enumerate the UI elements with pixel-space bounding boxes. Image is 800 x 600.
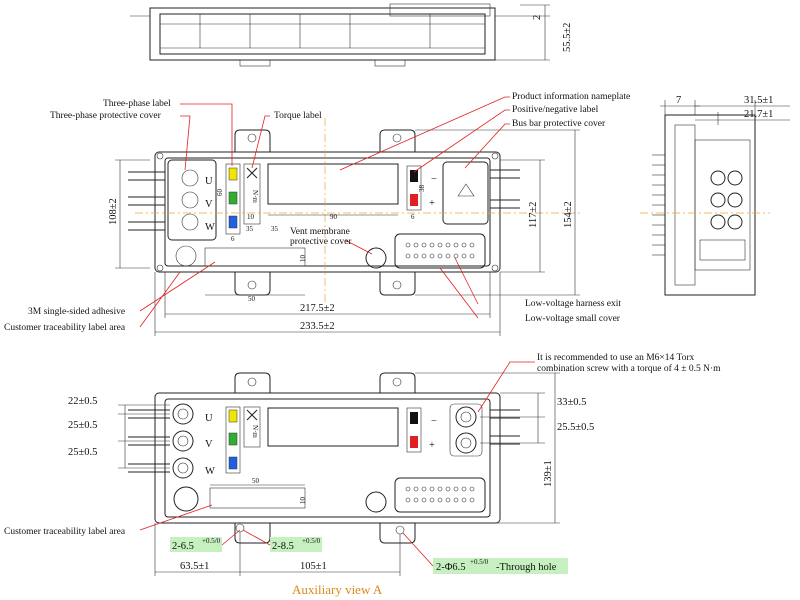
aux-dim-33: 33±0.5 — [557, 397, 586, 408]
aux-phase-v: V — [205, 439, 213, 450]
aux-dim-25b: 25±0.5 — [68, 447, 97, 458]
pn-plus: + — [429, 198, 435, 209]
dim-38: 38 — [418, 185, 426, 193]
phase-label-blue — [228, 215, 238, 229]
aux-phase-w: W — [205, 466, 215, 477]
label-nameplate: Product information nameplate — [512, 91, 630, 102]
label-lv-exit: Low-voltage harness exit — [525, 299, 621, 309]
dim-top-height: 55.5±2 — [562, 23, 573, 52]
aux-dim-25a: 25±0.5 — [68, 420, 97, 431]
aux-dim-10: 10 — [299, 497, 307, 505]
phase-label-green — [228, 191, 238, 205]
dim-90: 90 — [330, 213, 338, 221]
hole-callout-2-bg — [270, 537, 322, 552]
main-body-outline — [154, 151, 501, 273]
top-elevation-view: 2 55.5±2 — [130, 3, 573, 67]
hole-callout-3-bg — [433, 558, 568, 574]
aux-lv-connector — [394, 477, 486, 513]
pn-label-black — [410, 170, 418, 182]
dim-10c: 10 — [299, 255, 307, 263]
dim-35a: 35 — [246, 225, 254, 233]
phase-w: W — [205, 222, 215, 233]
hole-callout-3-suffix: -Through hole — [496, 562, 557, 573]
three-phase-cover — [167, 159, 217, 241]
label-screw-2: combination screw with a torque of 4 ± 0… — [537, 363, 721, 374]
adhesive-area — [204, 247, 306, 267]
label-three-phase: Three-phase label — [103, 99, 171, 109]
phase-v: V — [205, 199, 213, 210]
hole-callout-2: 2-8.5 — [272, 541, 294, 552]
label-vent-2: protective cover — [290, 237, 352, 247]
torque-label-box — [243, 163, 261, 225]
side-dim-21: 21.7±1 — [744, 109, 773, 120]
aux-dim-50: 50 — [252, 477, 260, 485]
vent-cover — [365, 247, 387, 269]
nameplate — [267, 163, 399, 205]
dim-60: 60 — [216, 189, 224, 197]
side-dim-31: 31.5±1 — [744, 95, 773, 106]
torque-label-text: N·m — [251, 190, 259, 203]
top-view-inner — [159, 13, 486, 55]
dim-top-2: 2 — [532, 15, 543, 20]
label-torque: Torque label — [274, 111, 322, 121]
label-pn: Positive/negative label — [512, 105, 599, 115]
aux-body-outline — [154, 392, 501, 524]
dim-6a: 6 — [231, 235, 235, 243]
dim-154: 154±2 — [563, 201, 574, 228]
hole-callout-1-bg — [170, 537, 222, 552]
lv-connector — [394, 233, 486, 269]
aux-view-title: Auxiliary view A — [292, 582, 383, 597]
label-screw-1: It is recommended to use an M6×14 Torx — [537, 353, 695, 363]
hole-callout-3-tol: +0.5/0 — [470, 558, 489, 566]
aux-phase-u: U — [205, 413, 213, 424]
aux-dim-63: 63.5±1 — [180, 561, 209, 572]
aux-dim-105: 105±1 — [300, 561, 327, 572]
label-busbar-cover: Bus bar protective cover — [512, 119, 606, 129]
hole-callout-3: 2-Φ6.5 — [436, 562, 466, 573]
side-view: 7 31.5±1 21.7±1 — [640, 95, 790, 296]
label-three-phase-cover: Three-phase protective cover — [50, 111, 162, 121]
dim-233: 233.5±2 — [300, 321, 335, 332]
dim-10a: 10 — [247, 213, 255, 221]
pn-minus: − — [431, 174, 437, 185]
pn-label-red — [410, 194, 418, 206]
aux-torque-text: N·m — [251, 425, 259, 438]
label-trace-top: Customer traceability label area — [4, 323, 126, 333]
phase-label-yellow — [228, 167, 238, 181]
side-dim-7: 7 — [676, 95, 681, 106]
hole-callout-1-tol: +0.5/0 — [202, 537, 221, 545]
dim-117: 117±2 — [528, 202, 539, 228]
dim-35b: 35 — [271, 225, 279, 233]
dim-108: 108±2 — [108, 198, 119, 225]
aux-pn-plus: + — [429, 440, 435, 451]
aux-nameplate — [267, 407, 399, 447]
label-vent-1: Vent membrane — [290, 227, 350, 237]
label-trace-bottom: Customer traceability label area — [4, 527, 126, 537]
aux-dim-25c: 25.5±0.5 — [557, 422, 594, 433]
top-view-body — [149, 7, 496, 61]
aux-dim-139: 139±1 — [543, 460, 554, 487]
aux-dim-22: 22±0.5 — [68, 396, 97, 407]
phase-u: U — [205, 176, 213, 187]
dim-217: 217.5±2 — [300, 303, 335, 314]
hole-callout-1: 2-6.5 — [172, 541, 194, 552]
dim-50a: 50 — [248, 295, 256, 303]
aux-body-inner — [164, 398, 491, 518]
main-body-inner — [164, 157, 491, 267]
aux-pn-minus: − — [431, 416, 437, 427]
side-view-body — [664, 114, 756, 296]
auxiliary-view: U V W N·m − + 50 10 — [4, 353, 721, 597]
hole-callout-2-tol: +0.5/0 — [302, 537, 321, 545]
dim-6b: 6 — [411, 213, 415, 221]
main-front-view: U V W N·m − + — [4, 91, 630, 336]
busbar-cover — [442, 161, 489, 225]
label-adhesive: 3M single-sided adhesive — [28, 307, 125, 317]
label-lv-cover: Low-voltage small cover — [525, 314, 621, 324]
